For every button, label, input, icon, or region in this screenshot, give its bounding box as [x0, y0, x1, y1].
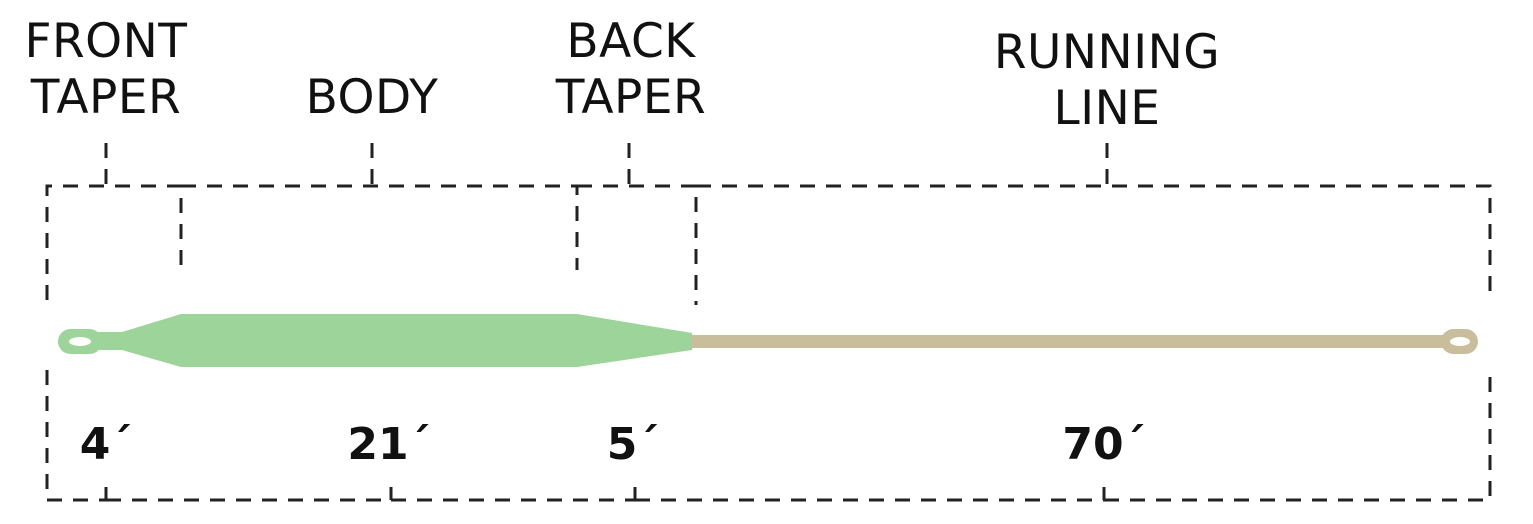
body-top-bracket [181, 184, 579, 270]
top-brackets [45, 143, 1492, 305]
length-labels: 4´ 21´ 5´ 70´ [80, 419, 1146, 470]
back-taper-label-line-2: TAPER [555, 70, 706, 125]
running-line-bar [692, 335, 1462, 348]
section-labels: FRONT TAPER BODY BACK TAPER RUNNING LINE [24, 14, 1220, 136]
front-taper-top-bracket [45, 184, 183, 300]
front-taper-length: 4´ [80, 419, 133, 470]
bottom-left-side [45, 370, 106, 502]
front-taper-label-line-1: FRONT [24, 14, 187, 69]
running-line-label-line-2: LINE [1054, 81, 1161, 136]
back-taper-top-bracket [577, 184, 698, 305]
front-taper-label-line-2: TAPER [30, 70, 181, 125]
body-length: 21´ [347, 419, 430, 470]
running-line-length: 70´ [1062, 419, 1145, 470]
bottom-brackets [45, 370, 1492, 502]
running-line-top-bracket [696, 184, 1492, 300]
back-taper-label-line-1: BACK [566, 14, 696, 69]
back-taper-length: 5´ [607, 419, 660, 470]
fly-line-head [92, 314, 692, 367]
rear-loop-hole [1450, 337, 1470, 346]
body-label: BODY [306, 70, 439, 125]
front-loop-hole [69, 337, 91, 346]
bottom-right-side [1104, 370, 1492, 502]
fly-line [58, 314, 1478, 367]
running-line-label-line-1: RUNNING [994, 25, 1220, 80]
